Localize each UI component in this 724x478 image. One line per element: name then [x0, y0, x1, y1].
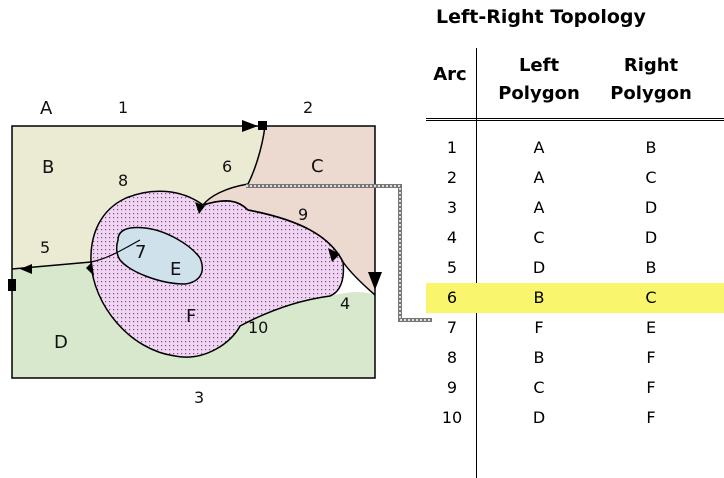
- cell-right-polygon: F: [646, 378, 656, 397]
- cell-right-polygon: B: [645, 138, 657, 157]
- cell-left-polygon: A: [533, 168, 545, 187]
- cell-arc: 4: [446, 228, 458, 247]
- cell-left-polygon: C: [533, 228, 545, 247]
- label-arc-8: 8: [118, 171, 128, 190]
- cell-arc: 5: [446, 258, 458, 277]
- label-arc-1: 1: [118, 98, 128, 117]
- table-row: 3 A D: [426, 193, 724, 223]
- label-arc-7: 7: [135, 242, 146, 263]
- table-row: 9 C F: [426, 373, 724, 403]
- arc-9-arrowhead: [328, 248, 340, 262]
- label-arc-2: 2: [303, 98, 313, 117]
- label-arc-6: 6: [222, 157, 232, 176]
- label-arc-3: 3: [194, 388, 204, 407]
- label-polygon-f: F: [186, 306, 196, 327]
- cell-right-polygon: D: [644, 198, 658, 217]
- header-left-polygon: Left Polygon: [484, 52, 594, 108]
- map-frame: [11, 125, 376, 379]
- cell-right-polygon: D: [644, 228, 658, 247]
- table-row: 7 F E: [426, 313, 724, 343]
- label-polygon-c: C: [311, 156, 324, 177]
- label-arc-9: 9: [298, 205, 308, 224]
- node-left: [8, 279, 16, 291]
- label-polygon-b: B: [42, 157, 54, 178]
- cell-right-polygon: E: [645, 318, 657, 337]
- cell-arc: 9: [446, 378, 458, 397]
- header-left-line2: Polygon: [498, 83, 580, 104]
- label-arc-5: 5: [40, 238, 50, 257]
- arc-6-leader-inner: [246, 185, 432, 321]
- table-row-highlighted: 6 B C: [426, 283, 724, 313]
- header-right-line2: Polygon: [610, 83, 692, 104]
- cell-left-polygon: B: [533, 288, 545, 307]
- cell-right-polygon: B: [645, 258, 657, 277]
- cell-arc: 2: [446, 168, 458, 187]
- cell-left-polygon: A: [533, 198, 545, 217]
- table-row: 4 C D: [426, 223, 724, 253]
- label-arc-10: 10: [248, 318, 268, 337]
- table-row: 1 A B: [426, 133, 724, 163]
- header-left-line1: Left: [518, 55, 560, 76]
- arc-8-arrowhead: [195, 202, 205, 214]
- label-polygon-d: D: [54, 332, 68, 353]
- cell-left-polygon: A: [533, 138, 545, 157]
- arc-9-line: [202, 200, 376, 296]
- column-divider: [476, 48, 477, 478]
- header-right-polygon: Right Polygon: [596, 52, 706, 108]
- cell-left-polygon: D: [532, 408, 546, 427]
- table-header: Arc Left Polygon Right Polygon: [426, 48, 724, 118]
- cell-arc: 1: [446, 138, 458, 157]
- arc-7-connector: [90, 239, 141, 263]
- cell-arc: 10: [441, 408, 463, 427]
- label-polygon-a: A: [40, 98, 53, 119]
- cell-right-polygon: F: [646, 408, 656, 427]
- arc-5-arrowhead: [20, 264, 32, 274]
- node-top: [258, 121, 267, 130]
- polygon-b-region: [12, 126, 265, 269]
- arc-1-arrowhead: [242, 120, 258, 132]
- table-row: 5 D B: [426, 253, 724, 283]
- table-row: 2 A C: [426, 163, 724, 193]
- header-right-line1: Right: [623, 55, 679, 76]
- cell-arc: 8: [446, 348, 458, 367]
- label-arc-4: 4: [340, 294, 350, 313]
- cell-right-polygon: F: [646, 348, 656, 367]
- table-title: Left-Right Topology: [436, 6, 646, 28]
- cell-left-polygon: C: [533, 378, 545, 397]
- cell-left-polygon: D: [532, 258, 546, 277]
- arc-4-arrowhead: [368, 272, 382, 290]
- table-row: 10 D F: [426, 403, 724, 433]
- arc-10-arrowhead: [86, 262, 94, 276]
- cell-left-polygon: F: [534, 318, 544, 337]
- polygon-c-region: [203, 126, 375, 295]
- cell-arc: 3: [446, 198, 458, 217]
- cell-left-polygon: B: [533, 348, 545, 367]
- cell-right-polygon: C: [645, 168, 657, 187]
- label-polygon-e: E: [170, 259, 181, 280]
- table-row: 8 B F: [426, 343, 724, 373]
- header-arc: Arc: [433, 64, 467, 85]
- polygon-d-region: [12, 262, 375, 378]
- cell-arc: 6: [446, 288, 458, 307]
- header-rule: [426, 118, 724, 121]
- cell-right-polygon: C: [645, 288, 657, 307]
- cell-arc: 7: [446, 318, 458, 337]
